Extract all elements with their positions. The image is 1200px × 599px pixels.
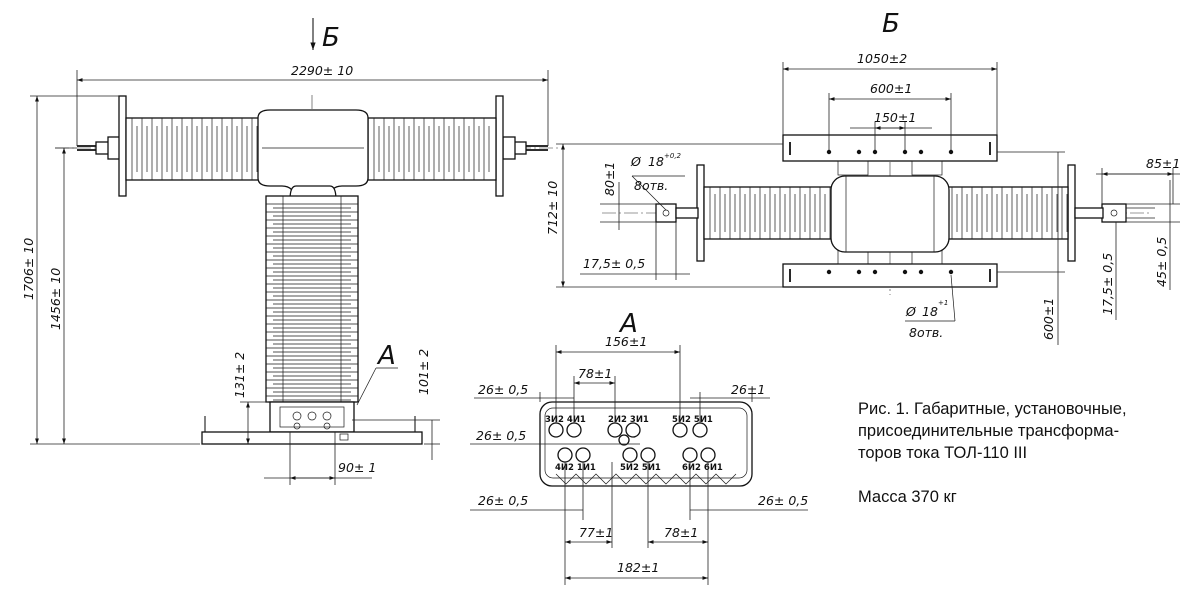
hole-tolerance-top: +0,2: [664, 152, 682, 160]
dim-a-bottom-span: 182±1: [617, 560, 659, 575]
dim-a-bottom-right-edge: 26± 0,5: [758, 493, 808, 508]
dim-a-bottom-right-pitch: 78±1: [664, 525, 698, 540]
dim-a-row-spacing: 26± 0,5: [476, 428, 526, 443]
caption-mass: Масса 370 кг: [858, 488, 957, 506]
view-label-b-right: Б: [882, 9, 900, 39]
dim-base-height-right: 101± 2: [416, 349, 431, 395]
bottom-bracket: [782, 263, 998, 288]
terminal-label-top-3: 5И2 5И1: [672, 415, 713, 425]
detail-a: А 3И2 4И1 2И2 3И1 5И2 5И1 4И2 1И1 5И2 5И…: [470, 309, 808, 585]
svg-text:Ø: Ø: [630, 154, 642, 169]
dim-base-width: 90± 1: [338, 460, 376, 475]
left-insulator: [125, 117, 261, 181]
caption-line-3: торов тока ТОЛ-110 III: [858, 444, 1028, 462]
caption-line-1: Рис. 1. Габаритные, установочные,: [858, 400, 1127, 418]
dim-height-total: 1706± 10: [21, 238, 36, 300]
dim-bracket-span: 1050±2: [857, 51, 907, 66]
base: [201, 401, 423, 445]
top-bracket: [782, 134, 998, 162]
view-label-a-main: А: [376, 341, 396, 371]
top-housing: [830, 175, 950, 253]
dim-a-bottom-left-pitch: 77±1: [579, 525, 613, 540]
dim-flag-thickness: 17,5± 0,5: [1100, 253, 1115, 315]
left-terminal: [77, 136, 121, 160]
right-pad: [1101, 203, 1127, 223]
head-housing: [257, 109, 369, 201]
vertical-insulator: [265, 195, 359, 403]
view-label-a-detail: А: [618, 309, 638, 339]
dim-a-left-edge: 26± 0,5: [478, 382, 528, 397]
dim-hole-span: 600±1: [870, 81, 912, 96]
terminal-label-bottom-1: 4И2 1И1: [555, 463, 596, 473]
dim-terminal-edge: 17,5± 0,5: [583, 256, 645, 271]
dim-height-axis: 1456± 10: [48, 268, 63, 330]
svg-text:Ø: Ø: [905, 304, 917, 319]
view-label-b-top: Б: [322, 23, 340, 53]
hole-diameter-top: 18: [648, 154, 664, 169]
hole-count-top: 8отв.: [634, 178, 668, 193]
hole-count-bottom: 8отв.: [909, 325, 943, 340]
dim-a-outer-span: 156±1: [605, 334, 647, 349]
left-pad: [655, 203, 677, 223]
top-view: Б: [545, 9, 1180, 345]
caption-line-2: присоединительные трансформа-: [858, 422, 1120, 440]
right-flange: [495, 95, 504, 197]
dim-flag-length: 85±1: [1146, 156, 1180, 171]
dim-hole-pitch: 150±1: [874, 110, 916, 125]
view-arrow-b: Б: [310, 18, 340, 53]
dim-terminal-offset: 80±1: [602, 162, 617, 196]
figure-caption: Рис. 1. Габаритные, установочные, присое…: [858, 398, 1188, 508]
terminal-label-bottom-3: 6И2 6И1: [682, 463, 723, 473]
dim-length: 2290± 10: [291, 63, 353, 78]
dim-a-right-edge: 26±1: [731, 382, 765, 397]
front-view: Б: [21, 18, 560, 485]
left-flange: [118, 95, 127, 197]
terminal-label-top-2: 2И2 3И1: [608, 415, 649, 425]
dim-a-left-pitch: 78±1: [578, 366, 612, 381]
dim-flag-height: 45± 0,5: [1154, 237, 1169, 287]
bracket-holes: [826, 149, 954, 275]
terminal-row-top: 3И2 4И1 2И2 3И1 5И2 5И1: [545, 415, 713, 438]
right-terminal: [502, 136, 548, 160]
dim-top-width: 712± 10: [545, 181, 560, 235]
terminal-label-top-1: 3И2 4И1: [545, 415, 586, 425]
dim-a-bottom-left-edge: 26± 0,5: [478, 493, 528, 508]
hole-tolerance-bottom: +1: [938, 299, 948, 307]
right-insulator: [367, 117, 497, 181]
terminal-label-bottom-2: 5И2 5И1: [620, 463, 661, 473]
dim-bracket-depth: 600±1: [1041, 298, 1056, 340]
dim-base-height: 131± 2: [232, 352, 247, 398]
hole-diameter-bottom: 18: [922, 304, 938, 319]
